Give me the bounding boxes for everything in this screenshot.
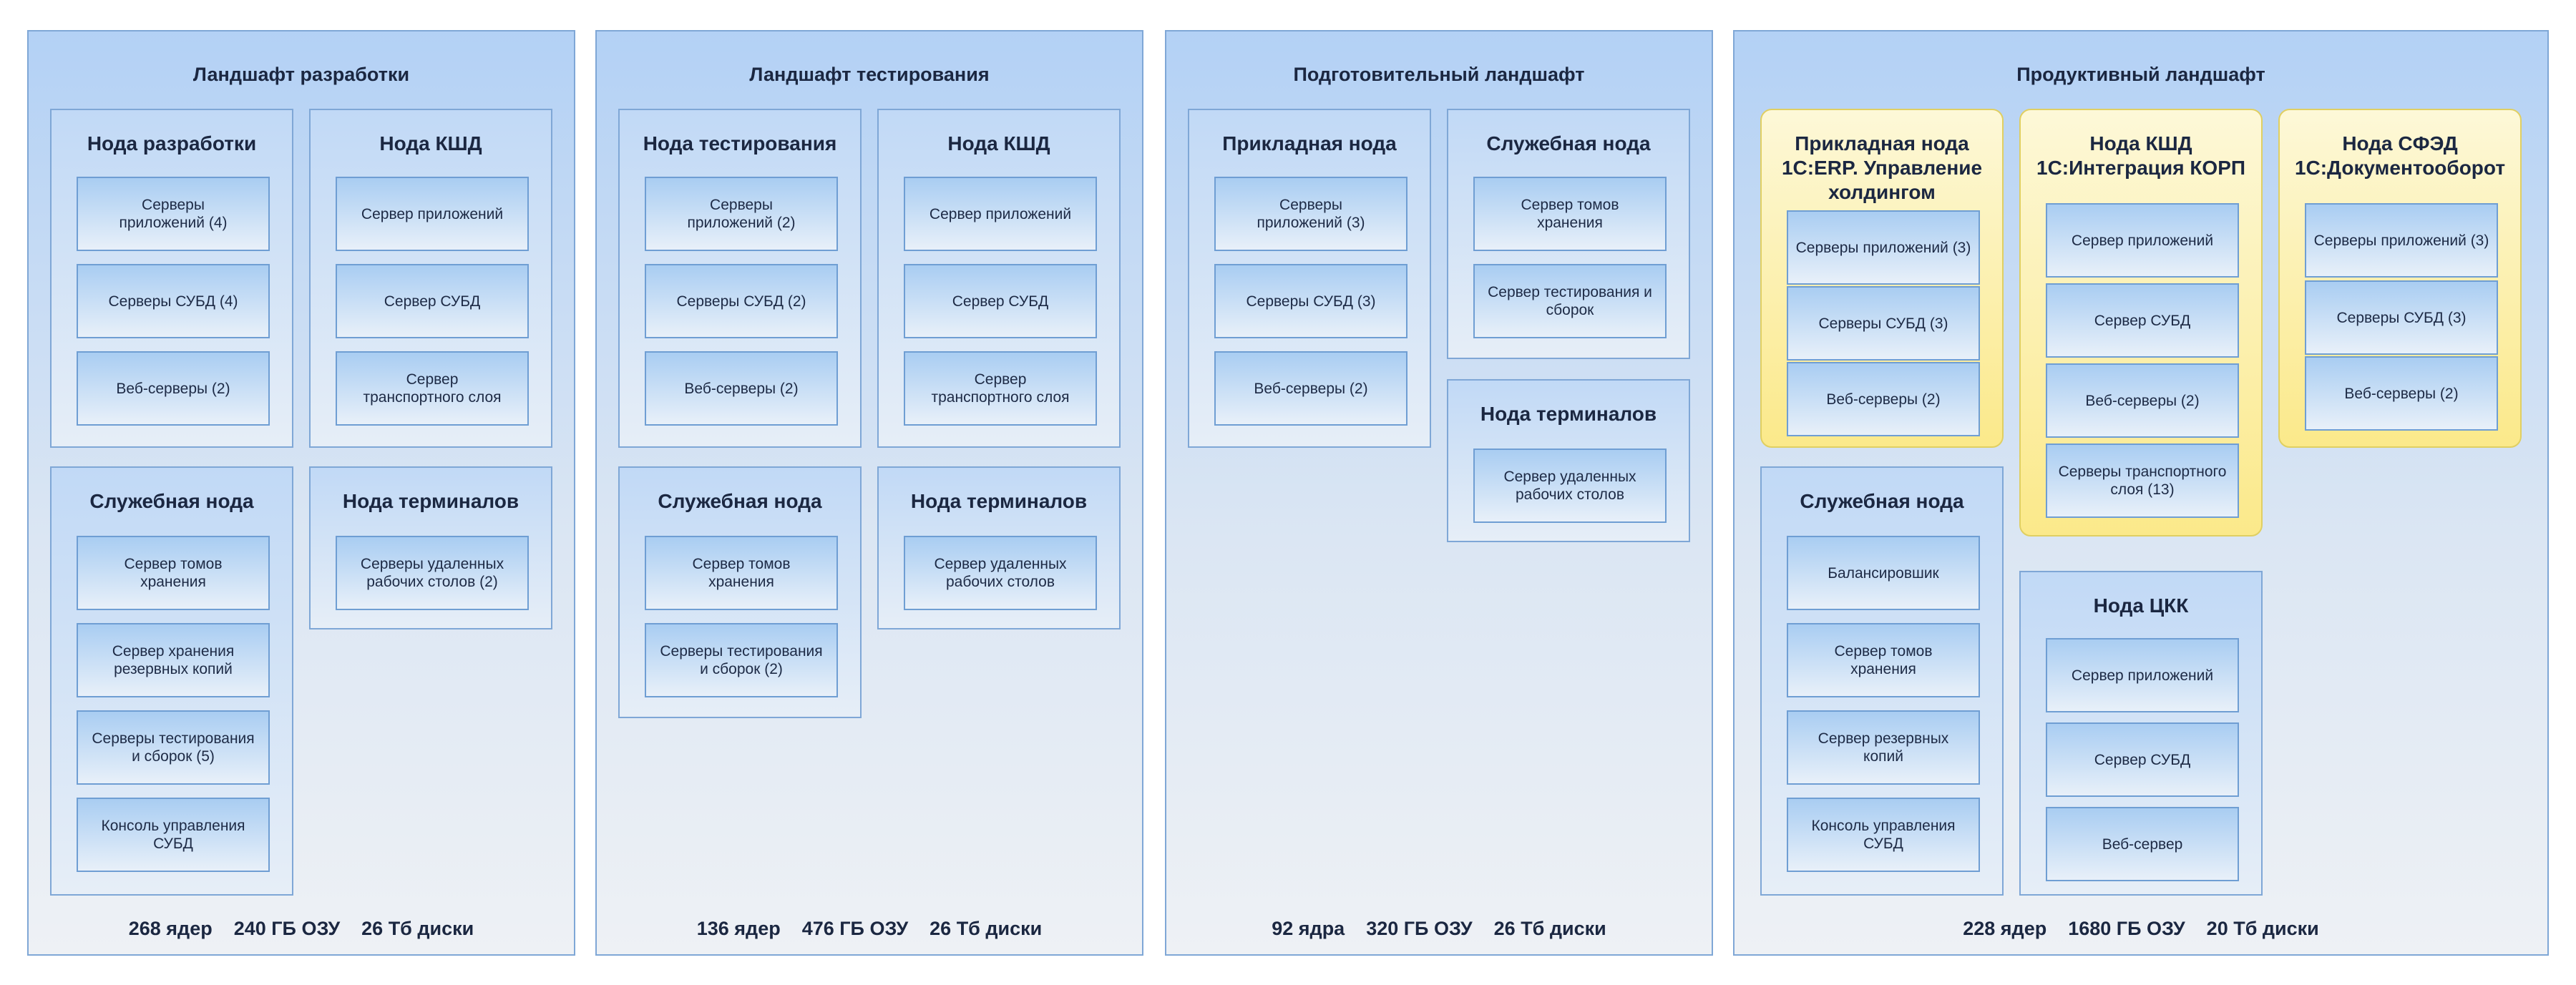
cores-count: 136 ядер xyxy=(696,918,781,939)
server-box: Веб-серверы (2) xyxy=(1787,362,1980,436)
server-box: Сервер СУБД xyxy=(2046,722,2239,797)
ram-amount: 1680 ГБ ОЗУ xyxy=(2068,918,2185,939)
node-title: Нода терминалов xyxy=(342,490,519,512)
cores-count: 92 ядра xyxy=(1272,918,1345,939)
server-box: Сервер приложений xyxy=(904,177,1097,251)
node-title: Нода разработки xyxy=(87,132,257,155)
server-box: Сервер СУБД xyxy=(2046,283,2239,358)
landscape-title: Подготовительный ландшафт xyxy=(1293,64,1585,85)
server-box: Серверы приложений (2) xyxy=(645,177,838,251)
disk-amount: 20 Тб диски xyxy=(2206,918,2319,939)
node-title: Служебная нода xyxy=(658,490,822,512)
server-box: Серверы тестирования и сборок (5) xyxy=(77,710,270,785)
landscape-footer: 136 ядер 476 ГБ ОЗУ 26 Тб диски xyxy=(597,914,1142,943)
server-box: Серверы СУБД (4) xyxy=(77,264,270,338)
node-title: Нода КШД xyxy=(379,132,482,155)
node-title: Прикладная нода 1С:ERP. Управление холди… xyxy=(1781,132,1983,203)
server-box: Сервер томов хранения xyxy=(1787,623,1980,697)
node-title: Нода КШД 1С:Интеграция КОРП xyxy=(2036,132,2245,179)
landscape-title: Продуктивный ландшафт xyxy=(2016,64,2265,85)
server-box: Сервер приложений xyxy=(2046,203,2239,278)
server-box: Серверы приложений (3) xyxy=(2305,203,2498,278)
landscape-title: Ландшафт тестирования xyxy=(749,64,990,85)
server-box: Консоль управления СУБД xyxy=(77,798,270,872)
node-title: Служебная нода xyxy=(1486,132,1651,155)
node-title: Служебная нода xyxy=(1800,490,1964,512)
cores-count: 228 ядер xyxy=(1963,918,2047,939)
node-title: Нода терминалов xyxy=(910,490,1088,512)
server-box: Серверы тестирования и сборок (2) xyxy=(645,623,838,697)
landscape-footer: 92 ядра 320 ГБ ОЗУ 26 Тб диски xyxy=(1166,914,1712,943)
server-box: Сервер томов хранения xyxy=(645,536,838,610)
server-box: Сервер приложений xyxy=(2046,638,2239,712)
server-box: Веб-серверы (2) xyxy=(1214,351,1407,426)
ram-amount: 476 ГБ ОЗУ xyxy=(801,918,909,939)
server-box: Веб-серверы (2) xyxy=(2046,363,2239,438)
server-box: Сервер тестирования и сборок xyxy=(1473,264,1667,338)
server-box: Веб-серверы (2) xyxy=(2305,356,2498,431)
landscape-footer: 228 ядер 1680 ГБ ОЗУ 20 Тб диски xyxy=(1735,914,2547,943)
node-prod-erp: Прикладная нода 1С:ERP. Управление холди… xyxy=(1760,109,2004,448)
server-box: Сервер транспортного слоя xyxy=(904,351,1097,426)
server-box: Серверы транспортного слоя (13) xyxy=(2046,444,2239,518)
server-box: Сервер удаленных рабочих столов xyxy=(904,536,1097,610)
server-box: Серверы СУБД (3) xyxy=(2305,280,2498,355)
node-title: Нода тестирования xyxy=(643,132,837,155)
server-box: Серверы приложений (3) xyxy=(1214,177,1407,251)
server-box: Серверы удаленных рабочих столов (2) xyxy=(336,536,529,610)
server-box: Сервер хранения резервных копий xyxy=(77,623,270,697)
server-box: Серверы СУБД (3) xyxy=(1214,264,1407,338)
server-box: Сервер приложений xyxy=(336,177,529,251)
node-title: Нода терминалов xyxy=(1480,403,1657,425)
server-box: Сервер СУБД xyxy=(904,264,1097,338)
server-box: Веб-сервер xyxy=(2046,807,2239,881)
node-title: Нода ЦКК xyxy=(2093,594,2189,617)
server-box: Сервер удаленных рабочих столов xyxy=(1473,449,1667,523)
ram-amount: 240 ГБ ОЗУ xyxy=(233,918,341,939)
node-prod-kshd: Нода КШД 1С:Интеграция КОРП Сервер прилож… xyxy=(2019,109,2263,536)
server-box: Серверы СУБД (3) xyxy=(1787,286,1980,361)
server-box: Веб-серверы (2) xyxy=(645,351,838,426)
server-box: Сервер томов хранения xyxy=(77,536,270,610)
landscape-title: Ландшафт разработки xyxy=(192,64,410,85)
node-title: Нода КШД xyxy=(947,132,1050,155)
server-box: Сервер СУБД xyxy=(336,264,529,338)
server-box: Веб-серверы (2) xyxy=(77,351,270,426)
disk-amount: 26 Тб диски xyxy=(361,918,474,939)
disk-amount: 26 Тб диски xyxy=(930,918,1043,939)
server-box: Консоль управления СУБД xyxy=(1787,798,1980,872)
server-box: Сервер транспортного слоя xyxy=(336,351,529,426)
server-box: Серверы СУБД (2) xyxy=(645,264,838,338)
server-box: Балансировшик xyxy=(1787,536,1980,610)
disk-amount: 26 Тб диски xyxy=(1493,918,1606,939)
server-box: Серверы приложений (3) xyxy=(1787,210,1980,285)
landscape-footer: 268 ядер 240 ГБ ОЗУ 26 Тб диски xyxy=(29,914,574,943)
server-box: Сервер резервных копий xyxy=(1787,710,1980,785)
ram-amount: 320 ГБ ОЗУ xyxy=(1366,918,1473,939)
node-title: Служебная нода xyxy=(89,490,254,512)
node-title: Прикладная нода xyxy=(1222,132,1397,155)
cores-count: 268 ядер xyxy=(128,918,213,939)
node-title: Нода СФЭД 1С:Документооборот xyxy=(2294,132,2506,179)
server-box: Сервер томов хранения xyxy=(1473,177,1667,251)
server-box: Серверы приложений (4) xyxy=(77,177,270,251)
